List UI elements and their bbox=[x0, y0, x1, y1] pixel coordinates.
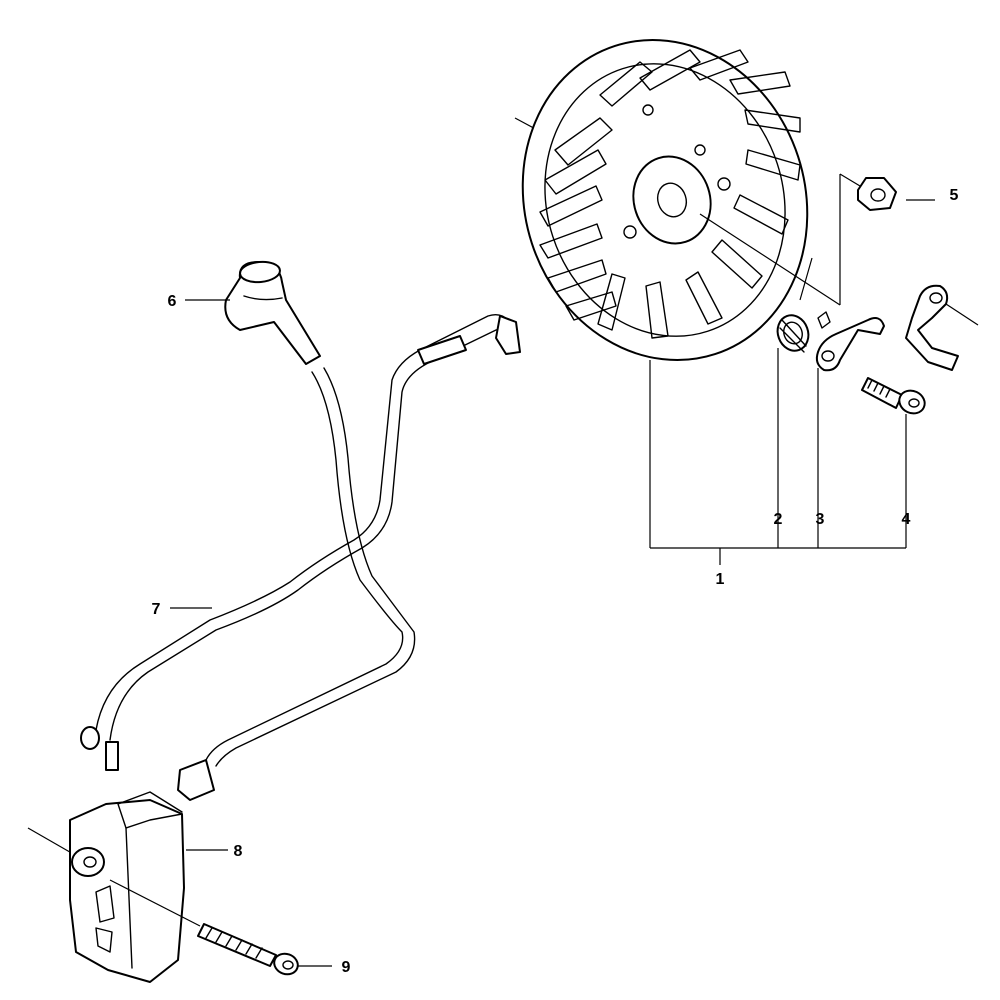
starter-pawl bbox=[815, 317, 885, 372]
spark-plug-cap bbox=[224, 260, 321, 365]
pawl-screw bbox=[861, 377, 926, 415]
ignition-leads bbox=[80, 313, 521, 771]
flywheel-fins bbox=[539, 49, 801, 339]
callout-2: 2 bbox=[774, 511, 783, 528]
callout-9: 9 bbox=[342, 959, 351, 976]
module-screw bbox=[109, 879, 299, 976]
callout-8: 8 bbox=[234, 843, 243, 860]
callout-3: 3 bbox=[816, 511, 825, 528]
pawl-spring bbox=[776, 257, 831, 353]
callout-leaders bbox=[170, 299, 907, 967]
callout-4: 4 bbox=[902, 511, 911, 528]
callout-5: 5 bbox=[950, 187, 959, 204]
callout-1: 1 bbox=[716, 571, 725, 588]
callout-7: 7 bbox=[152, 601, 161, 618]
flywheel-nut bbox=[839, 173, 935, 305]
callout-6: 6 bbox=[168, 293, 177, 310]
ignition-module bbox=[27, 759, 215, 983]
flywheel bbox=[514, 38, 841, 362]
pawl-bracket bbox=[905, 284, 979, 371]
